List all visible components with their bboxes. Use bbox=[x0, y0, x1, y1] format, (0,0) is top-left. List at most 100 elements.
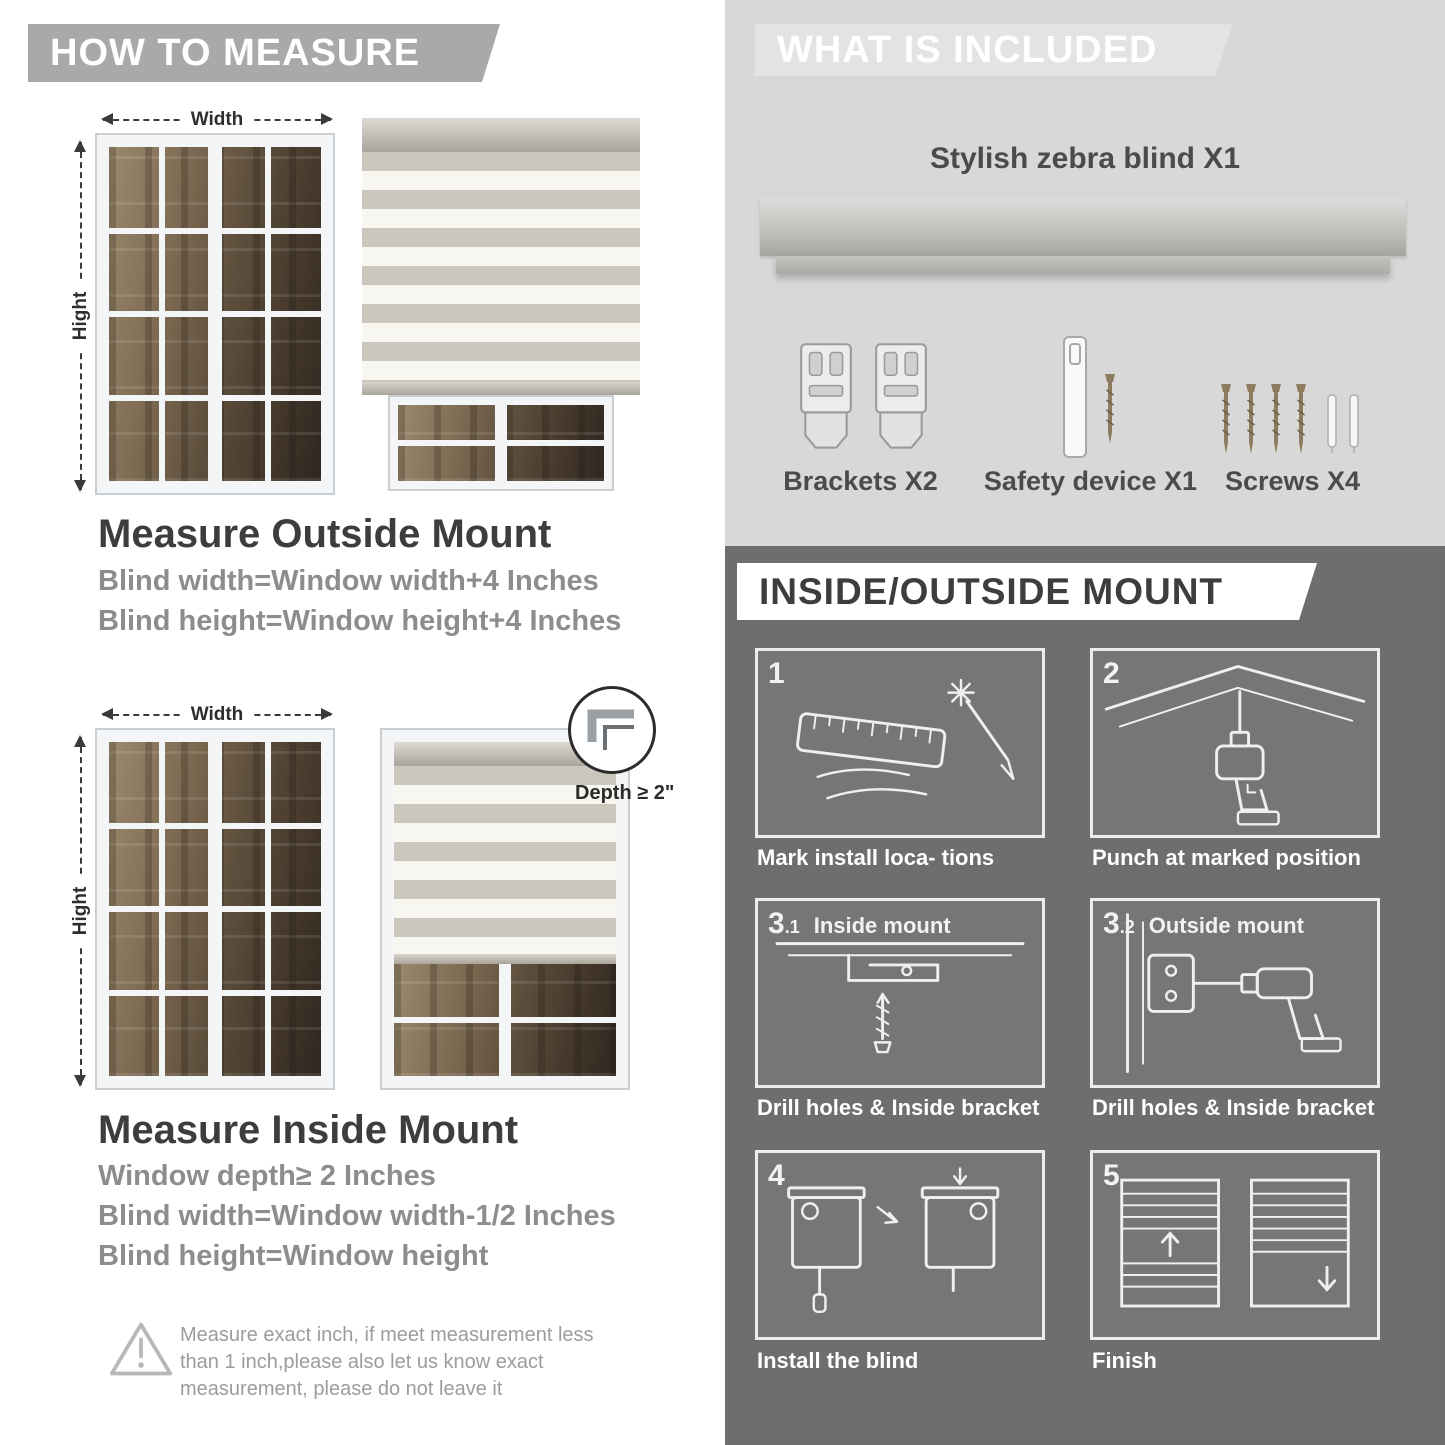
step-caption-2: Punch at marked position bbox=[1092, 845, 1361, 870]
zebra-blind-fascia-image bbox=[776, 256, 1390, 274]
how-to-measure-banner: HOW TO MEASURE bbox=[28, 24, 500, 82]
inside-bracket-art-icon bbox=[775, 942, 1025, 1054]
safety-device-icon bbox=[1063, 336, 1087, 458]
step-caption-5: Finish bbox=[1092, 1348, 1157, 1373]
screw-icon bbox=[1105, 374, 1115, 444]
height-arrow-icon: Hight bbox=[70, 140, 92, 492]
arrowhead-right-icon bbox=[321, 113, 333, 125]
outside-mount-window bbox=[95, 133, 335, 495]
inside-blind-figure bbox=[380, 728, 630, 1090]
outside-blind-figure bbox=[362, 118, 640, 491]
depth-callout bbox=[568, 686, 656, 774]
step-caption-4: Install the blind bbox=[757, 1348, 919, 1373]
width-arrow-icon: Width bbox=[101, 704, 333, 726]
what-is-included-banner: WHAT IS INCLUDED bbox=[755, 24, 1233, 76]
window-muntins bbox=[109, 989, 321, 996]
window-muntins bbox=[398, 440, 604, 446]
window-photo bbox=[398, 405, 604, 481]
finish-blinds-art-icon bbox=[1120, 1178, 1350, 1308]
step-panel-4: 4 bbox=[755, 1150, 1045, 1340]
blind-bottom-rail bbox=[362, 382, 640, 395]
safety-device-label: Safety device X1 bbox=[983, 466, 1198, 496]
inside-mount-line-1: Window depth≥ 2 Inches bbox=[98, 1160, 436, 1192]
inside-mount-window bbox=[95, 728, 335, 1090]
width-arrow-icon: Width bbox=[101, 109, 333, 131]
blind-bottom-rail bbox=[394, 954, 616, 964]
product-title: Stylish zebra blind X1 bbox=[929, 142, 1241, 175]
install-blind-art-icon bbox=[787, 1167, 1000, 1314]
wall-anchor-icon bbox=[1327, 394, 1337, 453]
mount-banner-label: INSIDE/OUTSIDE MOUNT bbox=[759, 570, 1224, 612]
blind-stripes bbox=[394, 766, 616, 954]
step-number-sub: .1 bbox=[784, 917, 800, 937]
zebra-blind-headrail-image bbox=[760, 198, 1406, 256]
step-panel-1: 1 bbox=[755, 648, 1045, 838]
how-to-measure-banner-label: HOW TO MEASURE bbox=[50, 31, 421, 74]
step-number: 3 .2 Outside mount bbox=[1103, 907, 1304, 941]
window-muntins bbox=[109, 311, 321, 317]
window-muntins bbox=[109, 394, 321, 401]
height-arrow-icon: Hight bbox=[70, 735, 92, 1087]
window-photo bbox=[394, 964, 616, 1076]
measure-note: Measure exact inch, if meet measurement … bbox=[180, 1324, 594, 1400]
mark-location-art-icon bbox=[796, 678, 1015, 800]
window-muntins bbox=[394, 1017, 616, 1023]
blind-headrail bbox=[362, 118, 640, 152]
arrowhead-left-icon bbox=[101, 708, 113, 720]
outside-mount-line-2: Blind height=Window height+4 Inches bbox=[98, 605, 622, 637]
arrowhead-down-icon bbox=[74, 1075, 86, 1087]
step-caption-3-2: Drill holes & Inside bracket bbox=[1092, 1095, 1375, 1120]
bracket-icon bbox=[875, 343, 927, 449]
arrowhead-up-icon bbox=[74, 735, 86, 747]
window-photo bbox=[109, 147, 321, 481]
step-number: 5 bbox=[1103, 1159, 1134, 1193]
step-number: 1 bbox=[768, 657, 799, 691]
arrowhead-right-icon bbox=[321, 708, 333, 720]
blind-stripes bbox=[362, 152, 640, 382]
inside-mount-line-2: Blind width=Window width-1/2 Inches bbox=[98, 1200, 616, 1232]
width-label: Width bbox=[180, 704, 254, 726]
step-number-text: 1 bbox=[768, 657, 785, 690]
step-number: 4 bbox=[768, 1159, 799, 1193]
step-number: 2 bbox=[1103, 657, 1134, 691]
step-number-text: 2 bbox=[1103, 657, 1120, 690]
step-panel-2: 2 bbox=[1090, 648, 1380, 838]
window-muntins bbox=[109, 906, 321, 912]
arrowhead-up-icon bbox=[74, 140, 86, 152]
step-panel-3-2: 3 .2 Outside mount bbox=[1090, 898, 1380, 1088]
window-muntins bbox=[109, 227, 321, 234]
screw-icon bbox=[1221, 384, 1231, 454]
step-title: Inside mount bbox=[813, 913, 951, 938]
arrowhead-left-icon bbox=[101, 113, 113, 125]
brackets-label: Brackets X2 bbox=[783, 466, 938, 496]
mount-banner: INSIDE/OUTSIDE MOUNT bbox=[737, 563, 1317, 620]
outside-bracket-art-icon bbox=[1126, 913, 1342, 1073]
screw-icon bbox=[1271, 384, 1281, 454]
screw-icon bbox=[1296, 384, 1306, 454]
screw-icon bbox=[1246, 384, 1256, 454]
height-label: Hight bbox=[70, 876, 92, 946]
drill-ceiling-art-icon bbox=[1104, 665, 1366, 826]
height-label: Hight bbox=[70, 281, 92, 351]
step-title: Outside mount bbox=[1148, 913, 1304, 938]
step-number-text: 5 bbox=[1103, 1159, 1120, 1192]
screws-label: Screws X4 bbox=[1224, 466, 1361, 496]
step-number-text: 3 bbox=[1103, 907, 1120, 940]
step-number: 3 .1 Inside mount bbox=[768, 907, 951, 941]
inside-mount-heading: Measure Inside Mount bbox=[98, 1108, 519, 1152]
window-photo bbox=[109, 742, 321, 1076]
wall-anchor-icon bbox=[1349, 394, 1359, 453]
inside-mount-line-3: Blind height=Window height bbox=[98, 1240, 489, 1272]
step-number-text: 3 bbox=[768, 907, 785, 940]
warning-icon bbox=[109, 1322, 173, 1376]
bracket-icon bbox=[800, 343, 852, 449]
frame-corner-icon bbox=[587, 709, 634, 750]
outside-mount-heading: Measure Outside Mount bbox=[98, 512, 552, 556]
step-caption-1: Mark install loca- tions bbox=[757, 845, 995, 870]
step-panel-3-1: 3 .1 Inside mount bbox=[755, 898, 1045, 1088]
step-number-text: 4 bbox=[768, 1159, 785, 1192]
width-label: Width bbox=[180, 109, 254, 131]
step-panel-5: 5 bbox=[1090, 1150, 1380, 1340]
what-is-included-banner-label: WHAT IS INCLUDED bbox=[777, 28, 1158, 71]
